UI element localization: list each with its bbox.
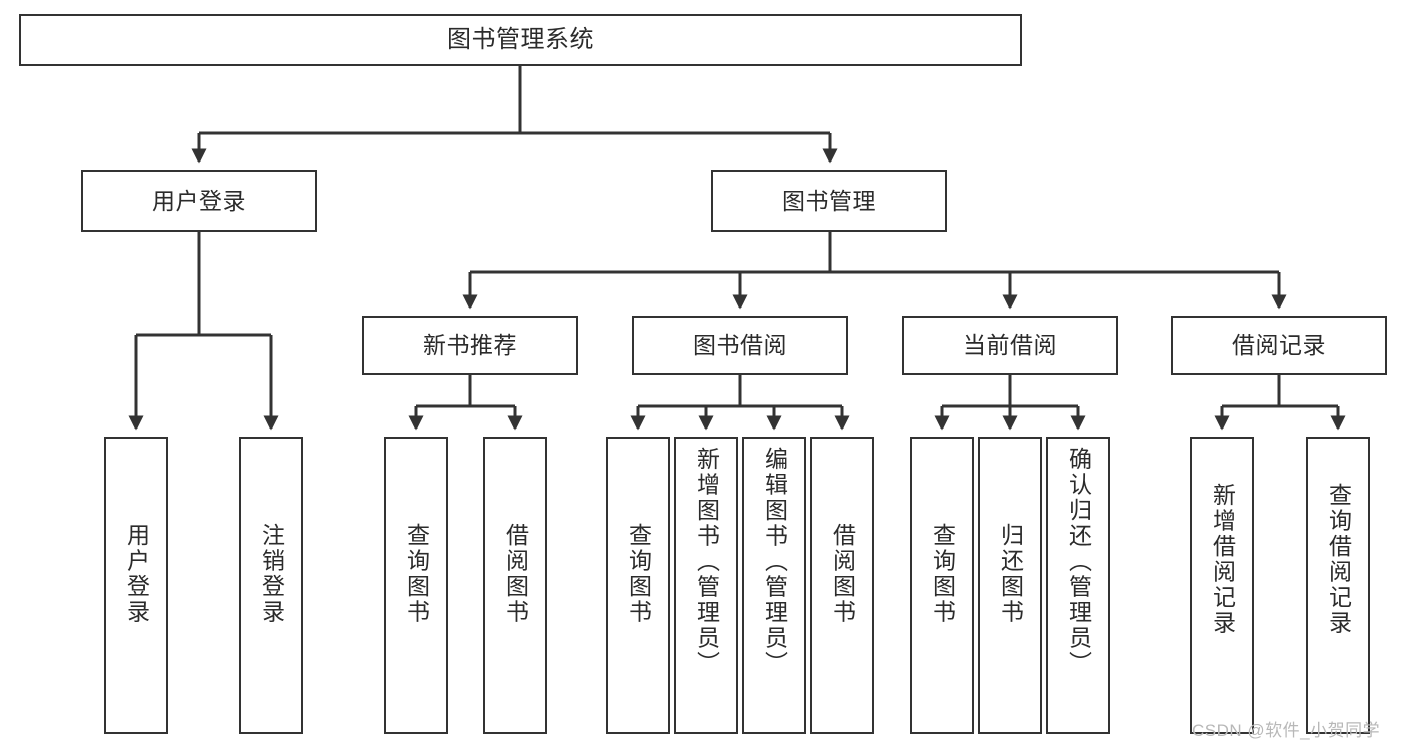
node-leaf-add-record-label: 新增借阅记录 — [1209, 483, 1236, 636]
csdn-watermark: CSDN @软件_小贺同学 — [1192, 721, 1381, 740]
node-leaf-user-login-label: 用户登录 — [123, 523, 150, 625]
node-borrow-record[interactable]: 借阅记录 — [1171, 316, 1387, 375]
node-leaf-query-book-3-label: 查询图书 — [929, 523, 956, 625]
node-book-manage[interactable]: 图书管理 — [711, 170, 947, 232]
node-leaf-query-record-label: 查询借阅记录 — [1325, 483, 1352, 636]
node-book-manage-label: 图书管理 — [782, 187, 876, 214]
node-leaf-query-book-1[interactable]: 查询图书 — [384, 437, 448, 734]
node-leaf-query-book-2[interactable]: 查询图书 — [606, 437, 670, 734]
node-root-label: 图书管理系统 — [447, 26, 594, 54]
node-leaf-query-book-2-label: 查询图书 — [625, 523, 652, 625]
node-borrow-record-label: 借阅记录 — [1232, 332, 1326, 359]
node-current-borrow[interactable]: 当前借阅 — [902, 316, 1118, 375]
node-leaf-return-book-label: 归还图书 — [997, 523, 1024, 625]
node-leaf-borrow-book-2[interactable]: 借阅图书 — [810, 437, 874, 734]
node-leaf-query-record[interactable]: 查询借阅记录 — [1306, 437, 1370, 734]
node-leaf-confirm-return[interactable]: 确认归还（管理员） — [1046, 437, 1110, 734]
node-leaf-add-book[interactable]: 新增图书（管理员） — [674, 437, 738, 734]
node-current-borrow-label: 当前借阅 — [963, 332, 1057, 359]
node-book-borrow-label: 图书借阅 — [693, 332, 787, 359]
node-leaf-confirm-return-label: 确认归还（管理员） — [1065, 447, 1092, 677]
node-leaf-borrow-book-1-label: 借阅图书 — [502, 523, 529, 625]
node-new-book-recommend-label: 新书推荐 — [423, 332, 517, 359]
node-leaf-edit-book-label: 编辑图书（管理员） — [761, 447, 788, 677]
node-leaf-add-record[interactable]: 新增借阅记录 — [1190, 437, 1254, 734]
node-leaf-logout-login[interactable]: 注销登录 — [239, 437, 303, 734]
node-leaf-user-login[interactable]: 用户登录 — [104, 437, 168, 734]
node-leaf-borrow-book-1[interactable]: 借阅图书 — [483, 437, 547, 734]
node-leaf-logout-login-label: 注销登录 — [258, 523, 285, 625]
node-user-login[interactable]: 用户登录 — [81, 170, 317, 232]
node-leaf-return-book[interactable]: 归还图书 — [978, 437, 1042, 734]
node-leaf-query-book-3[interactable]: 查询图书 — [910, 437, 974, 734]
node-root[interactable]: 图书管理系统 — [19, 14, 1022, 66]
node-leaf-add-book-label: 新增图书（管理员） — [693, 447, 720, 677]
node-new-book-recommend[interactable]: 新书推荐 — [362, 316, 578, 375]
node-book-borrow[interactable]: 图书借阅 — [632, 316, 848, 375]
node-leaf-borrow-book-2-label: 借阅图书 — [829, 523, 856, 625]
node-user-login-label: 用户登录 — [152, 187, 246, 214]
node-leaf-query-book-1-label: 查询图书 — [403, 523, 430, 625]
node-leaf-edit-book[interactable]: 编辑图书（管理员） — [742, 437, 806, 734]
